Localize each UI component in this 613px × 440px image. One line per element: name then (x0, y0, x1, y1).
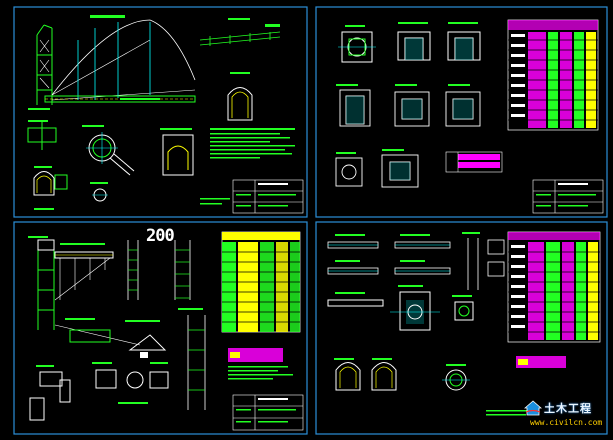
sheet-bottom-left-frame (13, 221, 308, 435)
sheet-top-right (335, 19, 604, 214)
sheet-top-right-frame (315, 6, 608, 218)
quantity-table-tr (507, 19, 599, 131)
sheet-frames (13, 6, 608, 435)
watermark: 土木工程 www.civilcn.com (522, 398, 610, 434)
watermark-name: 土木工程 (544, 402, 592, 415)
large-dimension-label: 200 (146, 226, 175, 246)
quantity-table-bl (221, 231, 301, 333)
quantity-table-br (507, 231, 601, 343)
sheet-top-left (27, 15, 304, 214)
watermark-url: www.civilcn.com (530, 418, 603, 427)
sheet-bottom-right-frame (315, 221, 608, 435)
house-logo-icon (524, 400, 542, 416)
sheet-top-left-frame (13, 6, 308, 218)
sheet-bottom-right (327, 231, 601, 416)
sheet-bottom-left (28, 231, 304, 431)
